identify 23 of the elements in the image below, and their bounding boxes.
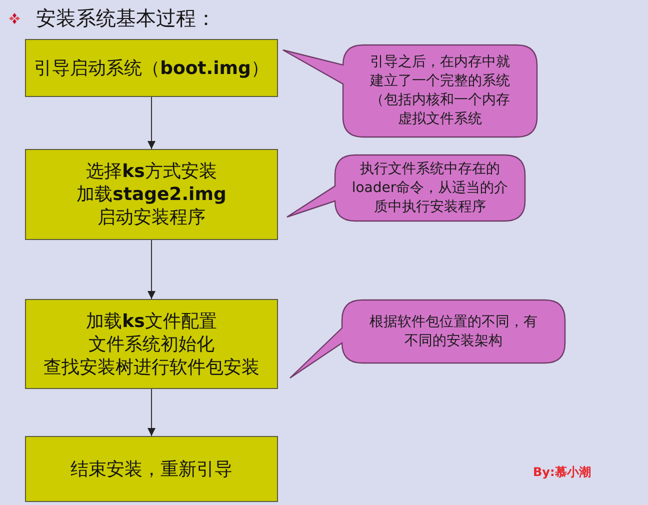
arrow	[148, 388, 156, 436]
callout-text: 执行文件系统中存在的loader命令，从适当的介质中执行安装程序	[350, 160, 510, 216]
title: 安装系统基本过程：	[36, 5, 216, 31]
process-box	[25, 299, 278, 389]
process-box	[25, 39, 278, 97]
process-box	[25, 436, 278, 502]
author-signature: By:慕小潮	[533, 464, 591, 481]
box-text: 启动安装程序	[98, 206, 206, 229]
arrow	[148, 240, 156, 300]
box-text: 引导启动系统（boot.img）	[34, 56, 269, 80]
process-box	[25, 149, 278, 240]
speech-bubble	[281, 43, 539, 139]
box-text: 查找安装树进行软件包安装	[44, 356, 260, 378]
box-text: 结束安装，重新引导	[70, 458, 232, 480]
speech-bubble	[285, 153, 527, 223]
box-text: 加载stage2.img	[76, 183, 226, 206]
box-text: 加载ks文件配置	[86, 310, 217, 332]
speech-bubble	[288, 298, 567, 380]
arrow	[148, 96, 156, 150]
box-text: 文件系统初始化	[88, 332, 214, 356]
callout-text: 引导之后，在内存中就建立了一个完整的系统（包括内核和一个内存虚拟文件系统	[368, 53, 511, 129]
box-text: 选择ks方式安装	[86, 160, 217, 183]
callout-text: 根据软件包位置的不同，有不同的安装架构	[368, 312, 538, 350]
